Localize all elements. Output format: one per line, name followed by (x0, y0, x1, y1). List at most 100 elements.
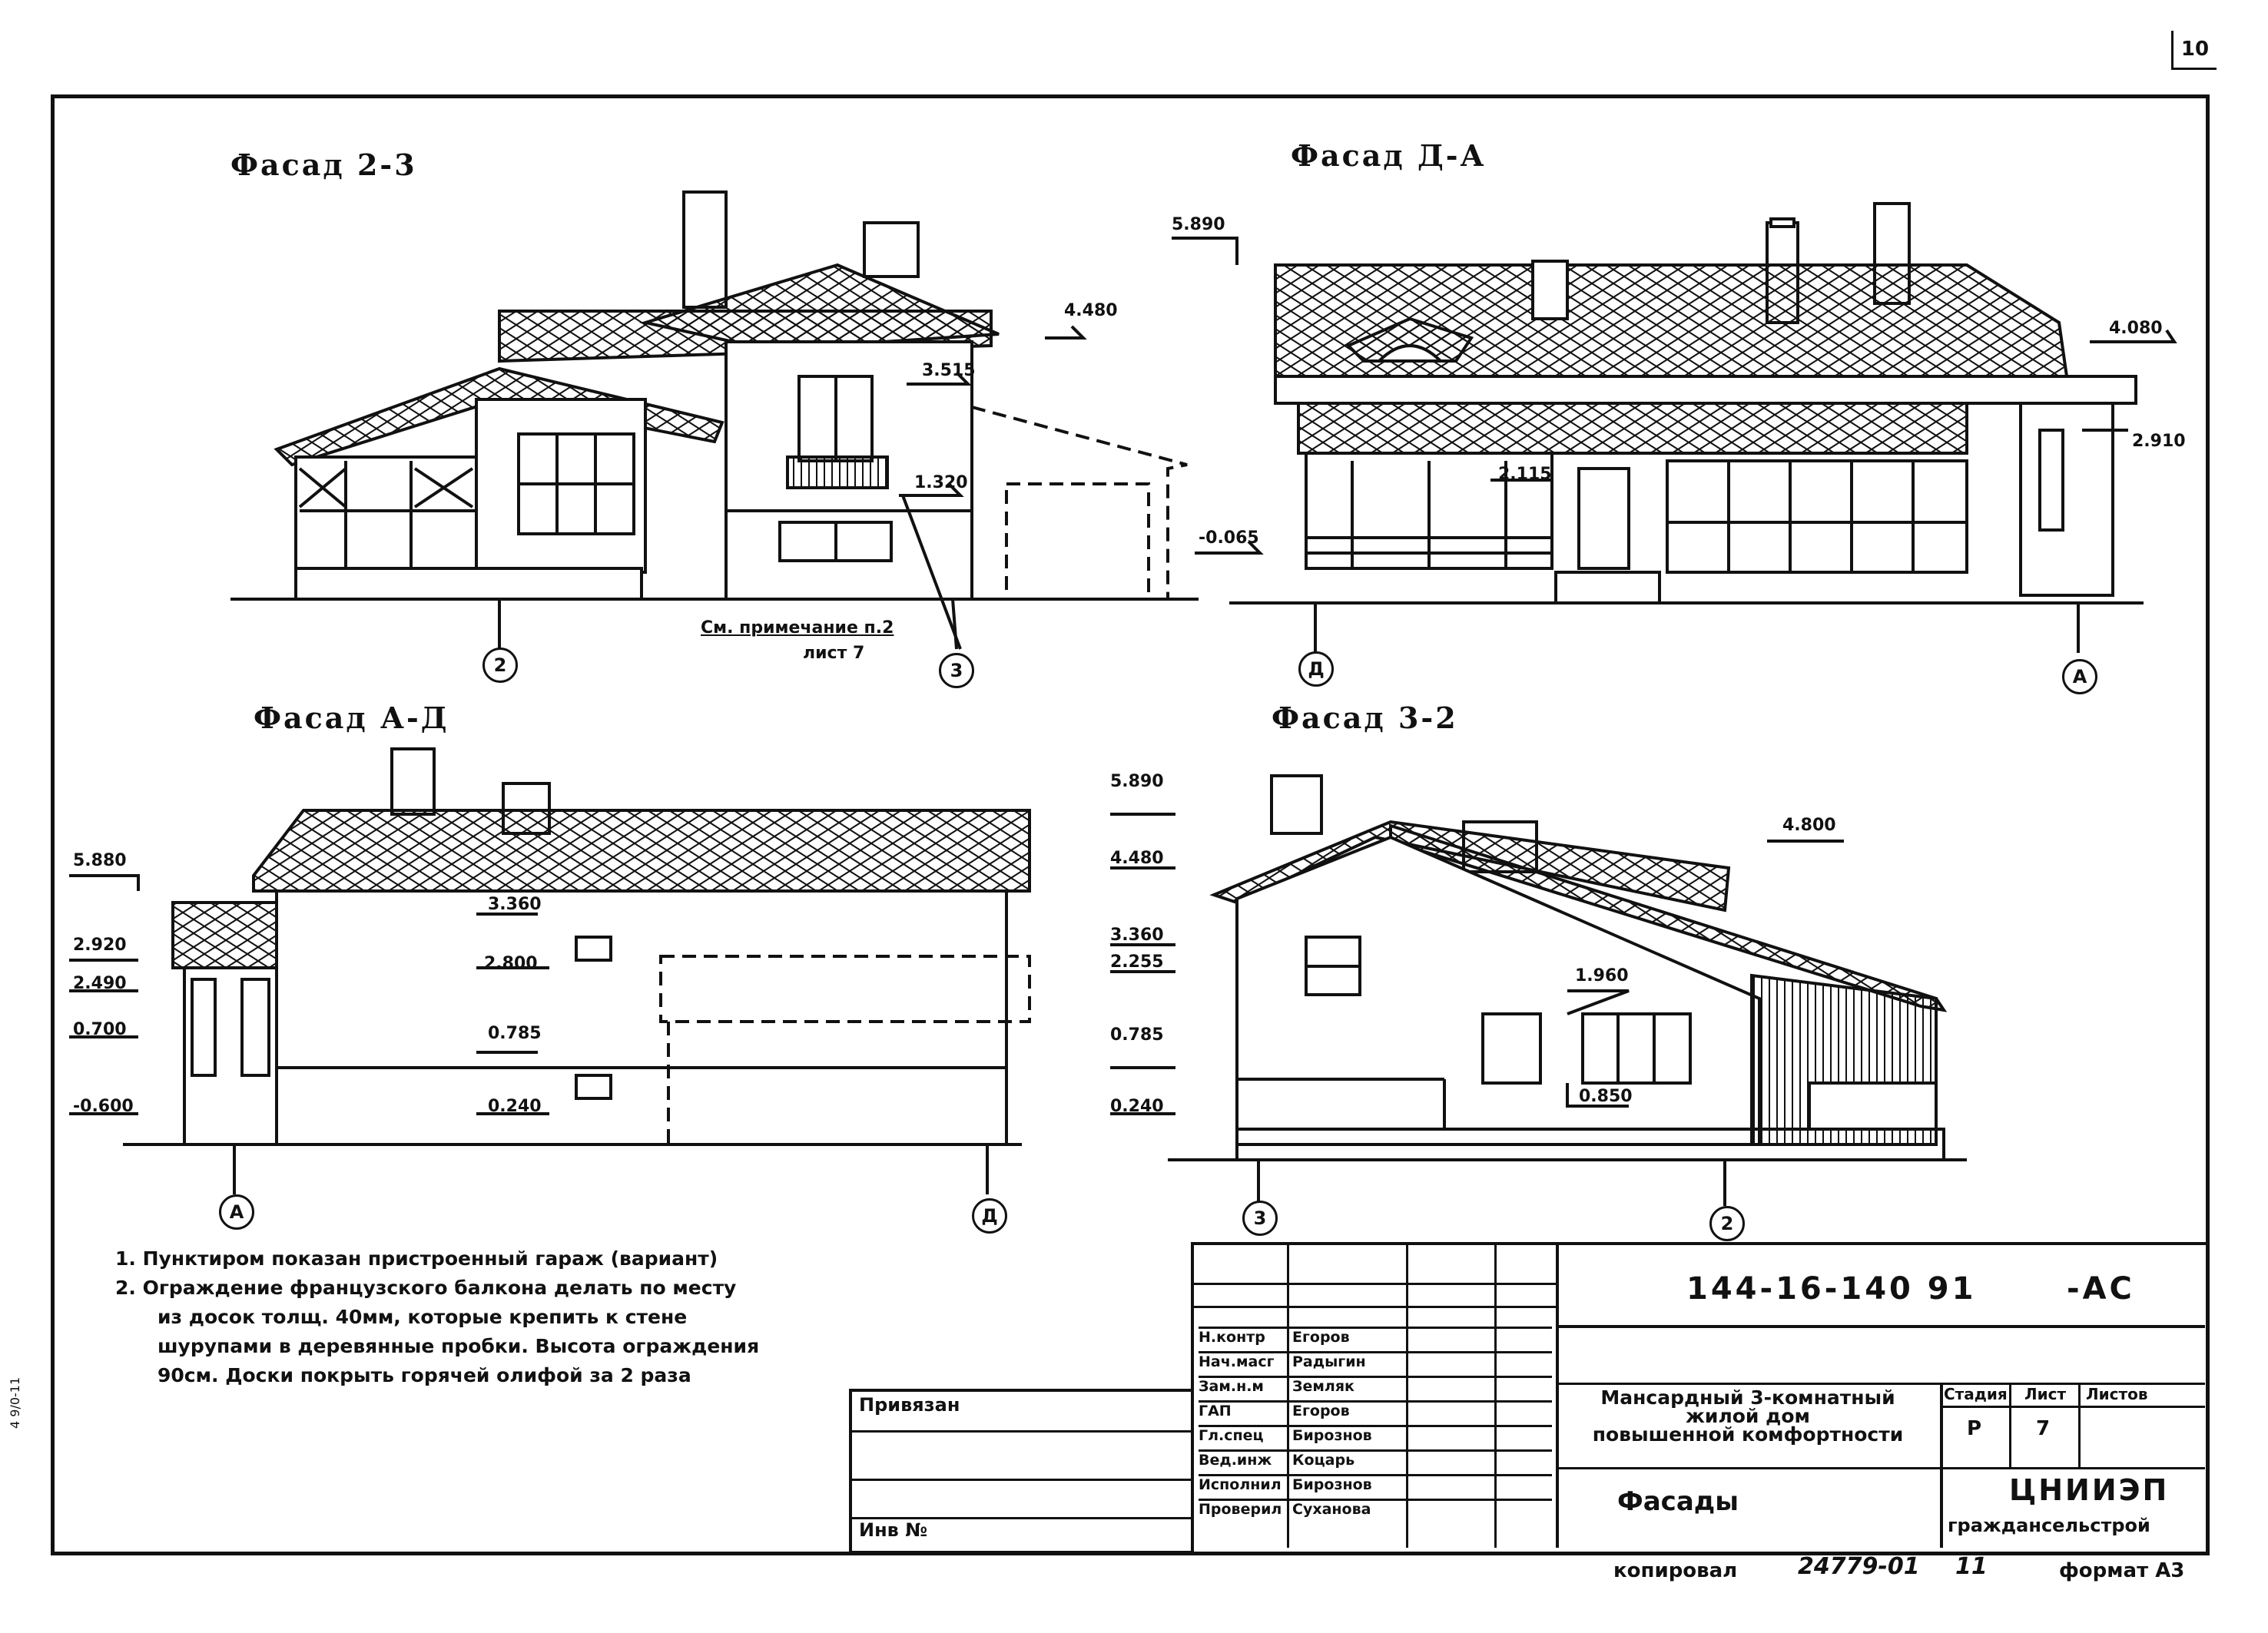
sheets-header: Листов (2086, 1385, 2148, 1403)
level-mark: 4.480 (1110, 849, 1164, 868)
level-mark: 1.960 (1575, 966, 1629, 985)
note-line: из досок толщ. 40мм, которые крепить к с… (158, 1306, 688, 1328)
divider (1556, 1325, 2205, 1328)
note-line: 2. Ограждение французского балкона делат… (115, 1277, 737, 1299)
role: Нач.масг (1199, 1353, 1275, 1370)
level-mark: 0.785 (1110, 1025, 1164, 1045)
level-mark: 0.850 (1579, 1087, 1633, 1106)
axis-marker: 2 (1709, 1206, 1745, 1241)
level-mark: 4.480 (1064, 301, 1118, 320)
note-line: шурупами в деревянные пробки. Высота огр… (158, 1335, 760, 1357)
role: ГАП (1199, 1403, 1232, 1419)
level-mark: 2.490 (73, 974, 127, 993)
note-line: 1. Пунктиром показан пристроенный гараж … (115, 1247, 718, 1270)
facade-a-d-drawing (69, 747, 1031, 1194)
name: Земляк (1287, 1378, 1408, 1400)
note-line: 90см. Доски покрыть горячей олифой за 2 … (158, 1364, 691, 1386)
name: Егоров (1287, 1329, 1408, 1351)
copied-label: копировал (1613, 1559, 1738, 1582)
document-code: 144-16-140 91 (1686, 1271, 1977, 1307)
level-mark: -0.065 (1199, 528, 1259, 548)
level-mark: 2.255 (1110, 952, 1164, 972)
axis-marker: А (2062, 659, 2097, 694)
divider (1940, 1406, 2205, 1408)
divider (1191, 1306, 1556, 1308)
level-mark: 0.785 (488, 1024, 542, 1043)
axis-marker: Д (1298, 651, 1334, 687)
facade-d-a-drawing (1172, 202, 2177, 653)
inventory-label: Инв № (859, 1519, 928, 1541)
stage-value: Р (1967, 1417, 1982, 1440)
level-mark: 0.240 (488, 1097, 542, 1116)
title-block-left (849, 1389, 1194, 1554)
level-mark: 5.880 (73, 851, 127, 870)
axis-marker: 3 (939, 653, 974, 688)
divider (2009, 1383, 2011, 1467)
organization-sub: граждансельстрой (1948, 1515, 2150, 1536)
divider (1940, 1383, 1943, 1548)
callout-note: См. примечание п.2 (701, 618, 894, 638)
project-title: Мансардный 3-комнатный жилой дом повышен… (1563, 1386, 1932, 1446)
facade-3-2-drawing (1110, 774, 1967, 1206)
name: Коцарь (1287, 1452, 1408, 1474)
role: Зам.н.м (1199, 1378, 1264, 1395)
role: Исполнил (1199, 1476, 1282, 1493)
level-mark: 5.890 (1172, 215, 1225, 234)
divider (1191, 1283, 1556, 1285)
axis-marker: 3 (1242, 1201, 1278, 1236)
level-mark: 1.320 (914, 473, 968, 492)
role: Проверил (1199, 1501, 1282, 1518)
name: Бирознов (1287, 1427, 1408, 1449)
order-number: 24779-01 (1798, 1553, 1920, 1580)
name: Егоров (1287, 1403, 1408, 1425)
level-mark: 2.115 (1498, 465, 1552, 484)
divider (2078, 1383, 2081, 1467)
title-block (1191, 1242, 2208, 1551)
level-mark: 2.920 (73, 936, 127, 955)
project-title-line: повышенной комфортности (1592, 1423, 1904, 1446)
sheet-header: Лист (2024, 1385, 2067, 1403)
stage-header: Стадия (1944, 1385, 2008, 1403)
level-mark: 5.890 (1110, 772, 1164, 791)
divider (1556, 1467, 2205, 1469)
divider (1556, 1242, 1559, 1548)
sheet-title: Фасады (1617, 1486, 1739, 1517)
organization: ЦНИИЭП (2009, 1473, 2170, 1507)
level-mark: 0.240 (1110, 1097, 1164, 1116)
name: Суханова (1287, 1501, 1408, 1523)
facade-3-2-title: Фасад 3-2 (1272, 701, 1458, 735)
callout-sheet: лист 7 (803, 644, 865, 663)
facade-a-d-title: Фасад А-Д (254, 701, 449, 735)
tied-label: Привязан (859, 1394, 960, 1416)
level-mark: 3.515 (922, 361, 976, 380)
role: Н.контр (1199, 1329, 1265, 1346)
level-mark: 4.800 (1782, 816, 1836, 835)
page-number: 10 (2171, 31, 2217, 70)
level-mark: 0.700 (73, 1020, 127, 1039)
project-title-line: Мансардный 3-комнатный (1600, 1386, 1895, 1409)
level-mark: 2.800 (484, 954, 538, 973)
sheet-value: 7 (2036, 1417, 2051, 1440)
project-title-line: жилой дом (1686, 1405, 1810, 1427)
document-suffix: -АС (2067, 1271, 2135, 1307)
general-notes: 1. Пунктиром показан пристроенный гараж … (115, 1244, 860, 1390)
copy-number: 11 (1955, 1553, 1988, 1580)
facade-2-3-drawing (230, 190, 1199, 650)
facade-d-a-title: Фасад Д-А (1291, 138, 1487, 173)
level-mark: 2.910 (2132, 432, 2186, 451)
divider (1556, 1383, 2205, 1385)
level-mark: 4.080 (2109, 319, 2163, 338)
axis-marker: 2 (482, 648, 518, 683)
format-label: формат А3 (2059, 1559, 2185, 1582)
role: Вед.инж (1199, 1452, 1272, 1469)
name: Бирознов (1287, 1476, 1408, 1499)
level-mark: -0.600 (73, 1097, 134, 1116)
axis-marker: Д (972, 1198, 1007, 1234)
level-mark: 3.360 (488, 895, 542, 914)
divider (1287, 1242, 1289, 1548)
divider (849, 1517, 1191, 1519)
level-mark: 3.360 (1110, 926, 1164, 945)
divider (849, 1430, 1191, 1433)
